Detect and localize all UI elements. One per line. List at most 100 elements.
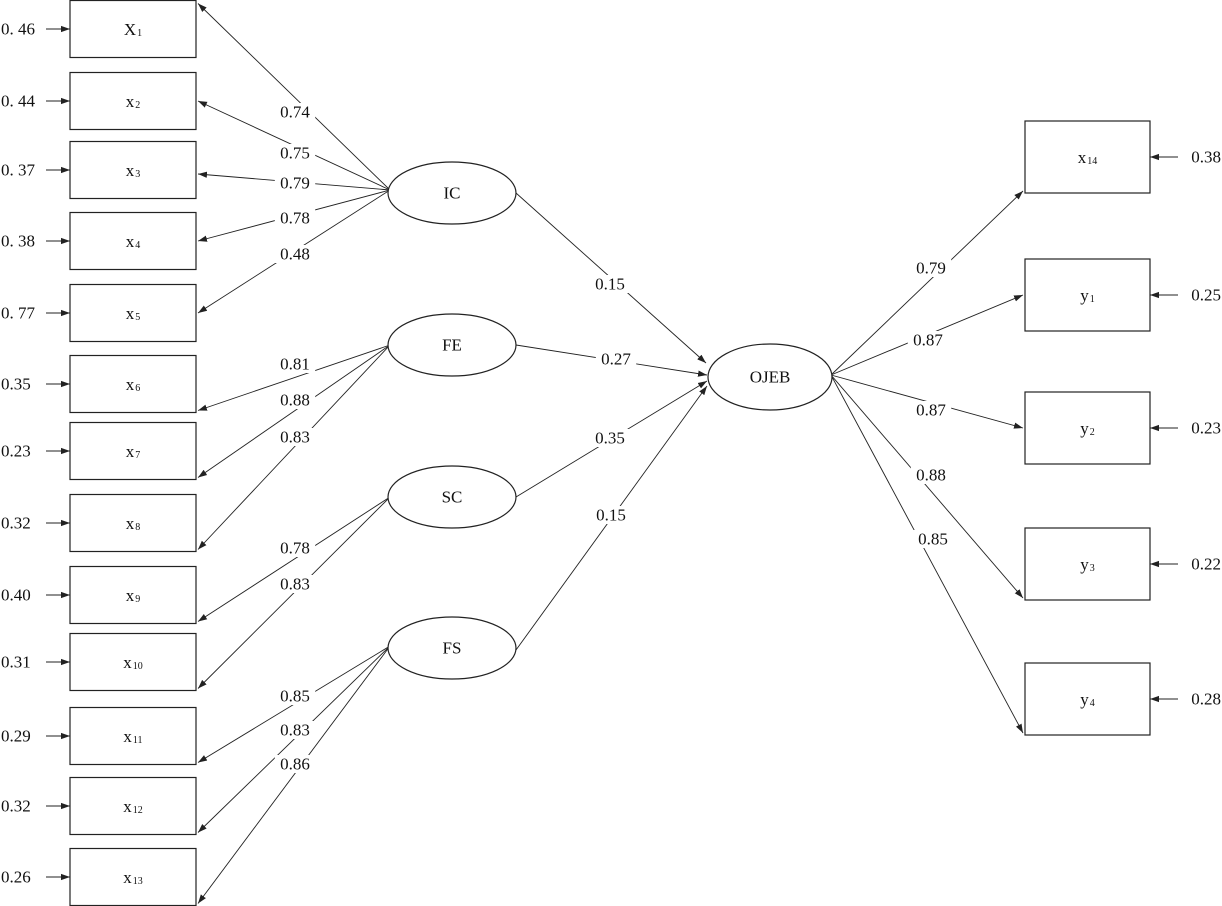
path-label-sc-bg bbox=[589, 429, 631, 447]
latent-ellipse bbox=[387, 465, 517, 529]
indicator-x8: x8 bbox=[69, 493, 197, 553]
indicator-x10: x10 bbox=[69, 632, 197, 692]
latent-fs: FS bbox=[387, 616, 517, 680]
indicator-label: y3 bbox=[1080, 555, 1095, 574]
indicator-box bbox=[69, 211, 197, 271]
loading-edge-fs-x13 bbox=[197, 645, 391, 904]
error-variance-x4: 0. 38 bbox=[1, 232, 35, 251]
indicator-box bbox=[1024, 120, 1151, 194]
error-variance-x12: 0.32 bbox=[1, 797, 31, 816]
latent-label: OJEB bbox=[750, 368, 791, 387]
loading-label-x7-bg bbox=[274, 391, 316, 409]
nodes-layer: X1x2x3x4x5x6x7x8x9x10x11x12x13x14y1y2y3y… bbox=[69, 0, 1151, 906]
loading-label-x9: 0.78 bbox=[280, 539, 310, 558]
error-variance-x7: 0.23 bbox=[1, 442, 31, 461]
error-variance-x6: 0.35 bbox=[1, 375, 31, 394]
indicator-box bbox=[69, 776, 197, 836]
indicator-label: x10 bbox=[123, 653, 143, 672]
loading-label-x8-bg bbox=[274, 428, 316, 446]
loading-label-x2-bg bbox=[274, 144, 316, 162]
latent-ellipse bbox=[387, 161, 517, 225]
loading-label-y1-bg bbox=[907, 331, 949, 349]
loading-edge-fe-x8 bbox=[197, 344, 391, 550]
latent-label: FS bbox=[443, 639, 462, 658]
indicator-box bbox=[1024, 258, 1151, 332]
indicator-box bbox=[69, 354, 197, 414]
loading-label-x11-bg bbox=[274, 687, 316, 705]
indicator-box bbox=[1024, 662, 1151, 736]
indicator-label: x5 bbox=[126, 304, 141, 323]
loading-label-x9-bg bbox=[274, 539, 316, 557]
error-variance-x9: 0.40 bbox=[1, 586, 31, 605]
latent-sc: SC bbox=[387, 465, 517, 529]
indicator-x7: x7 bbox=[69, 421, 197, 481]
loading-edge-ic-x1 bbox=[197, 3, 391, 191]
indicator-label: x8 bbox=[126, 514, 141, 533]
indicator-label: y2 bbox=[1080, 419, 1095, 438]
indicator-x4: x4 bbox=[69, 211, 197, 271]
latent-label: FE bbox=[442, 336, 462, 355]
error-variance-x8: 0.32 bbox=[1, 514, 31, 533]
loading-edge-sc-x9 bbox=[197, 496, 391, 622]
loading-label-x6-bg bbox=[274, 355, 316, 373]
indicator-y2: y2 bbox=[1024, 391, 1151, 465]
latent-fe: FE bbox=[387, 313, 517, 377]
latent-ellipse bbox=[387, 313, 517, 377]
indicator-label: x3 bbox=[126, 161, 141, 180]
loading-label-x8: 0.83 bbox=[280, 428, 310, 447]
indicator-x3: x3 bbox=[69, 140, 197, 200]
error-variance-y3: 0.22 bbox=[1191, 555, 1221, 574]
path-label-ic-bg bbox=[589, 275, 631, 293]
indicator-x13: x13 bbox=[69, 847, 197, 906]
loading-label-y2-bg bbox=[910, 401, 952, 419]
loading-label-y3-bg bbox=[910, 466, 952, 484]
loading-label-x14-bg bbox=[910, 259, 952, 277]
indicator-box bbox=[69, 706, 197, 766]
loading-edge-ojeb-y3 bbox=[830, 374, 1024, 599]
path-label-fe-bg bbox=[595, 350, 637, 368]
indicator-label: x11 bbox=[123, 727, 142, 746]
loading-label-x13-bg bbox=[274, 755, 316, 773]
loading-label-x3-bg bbox=[274, 174, 316, 192]
indicator-y3: y3 bbox=[1024, 527, 1151, 601]
indicator-box bbox=[69, 493, 197, 553]
loading-label-x4: 0.78 bbox=[280, 209, 310, 228]
loading-label-y1: 0.87 bbox=[913, 331, 943, 350]
indicator-box bbox=[1024, 391, 1151, 465]
error-variance-x11: 0.29 bbox=[1, 727, 31, 746]
indicator-x6: x6 bbox=[69, 354, 197, 414]
indicator-label: x6 bbox=[126, 375, 141, 394]
loading-label-x6: 0.81 bbox=[280, 355, 310, 374]
indicator-label: x12 bbox=[123, 797, 143, 816]
indicator-box bbox=[69, 140, 197, 200]
error-variance-x10: 0.31 bbox=[1, 653, 31, 672]
indicator-x12: x12 bbox=[69, 776, 197, 836]
indicator-x14: x14 bbox=[1024, 120, 1151, 194]
loading-edge-ojeb-y4 bbox=[830, 374, 1024, 734]
loading-label-y4: 0.85 bbox=[918, 530, 948, 549]
indicator-box bbox=[69, 632, 197, 692]
error-variance-x14: 0.38 bbox=[1191, 148, 1221, 167]
loading-label-x14: 0.79 bbox=[916, 259, 946, 278]
latent-label: SC bbox=[442, 488, 463, 507]
loading-label-x1: 0.74 bbox=[280, 103, 310, 122]
error-variance-y2: 0.23 bbox=[1191, 419, 1221, 438]
labels-layer: 0. 460. 440. 370. 380. 770.350.230.320.4… bbox=[1, 20, 1221, 887]
indicator-box bbox=[1024, 527, 1151, 601]
loading-label-y2: 0.87 bbox=[916, 401, 946, 420]
loading-label-x1-bg bbox=[274, 103, 316, 121]
latent-label: IC bbox=[444, 184, 461, 203]
indicator-label: x13 bbox=[123, 868, 143, 887]
path-label-fe: 0.27 bbox=[601, 350, 631, 369]
error-variance-x13: 0.26 bbox=[1, 868, 31, 887]
indicator-x9: x9 bbox=[69, 565, 197, 625]
loading-label-x5: 0.48 bbox=[280, 245, 310, 264]
loading-edge-ojeb-x14 bbox=[830, 190, 1024, 376]
loading-edge-fe-x7 bbox=[197, 344, 391, 478]
loading-label-x2: 0.75 bbox=[280, 144, 310, 163]
indicator-box bbox=[69, 0, 197, 59]
latent-ic: IC bbox=[387, 161, 517, 225]
indicator-label: X1 bbox=[124, 20, 142, 39]
indicator-label: y4 bbox=[1080, 690, 1095, 709]
